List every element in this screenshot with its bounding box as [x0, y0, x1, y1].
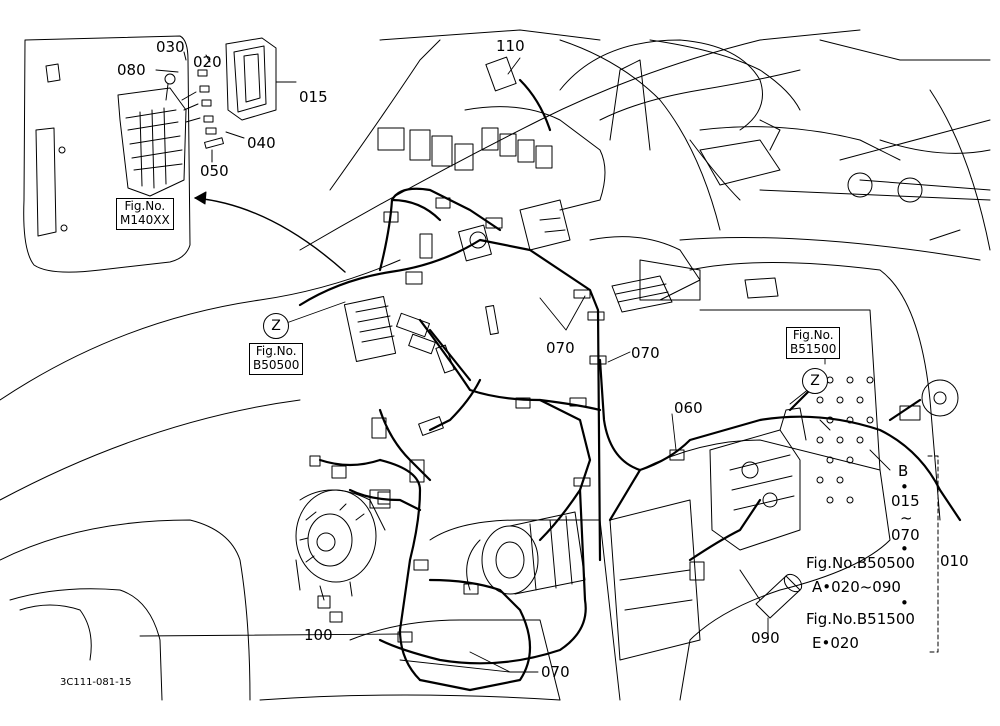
- part-label-070-lower: 070: [541, 663, 570, 681]
- legend-dot-2: •: [900, 540, 909, 558]
- callout-z-left: Z: [263, 313, 289, 339]
- legend-bracket: [927, 455, 939, 653]
- fig-ref-number: B50500: [253, 357, 300, 372]
- fig-ref-label: Fig.No.: [792, 328, 834, 342]
- wire-harness: [298, 78, 962, 692]
- part-label-040: 040: [247, 134, 276, 152]
- legend-e020: E•020: [812, 634, 859, 652]
- legend-fig-b51500: Fig.No.B51500: [806, 610, 915, 628]
- part-090-cylinder: [739, 569, 803, 619]
- drawing-code: 3C111-081-15: [60, 677, 132, 688]
- relay-cluster: [377, 56, 701, 313]
- part-label-015: 015: [299, 88, 328, 106]
- starter-motor: [466, 511, 586, 595]
- legend-070: 070: [891, 526, 920, 544]
- alternator: [295, 489, 391, 601]
- part-label-060: 060: [674, 399, 703, 417]
- clamps: [383, 197, 685, 643]
- part-label-050: 050: [200, 162, 229, 180]
- connectors: [309, 224, 959, 623]
- fig-ref-label: Fig.No.: [255, 344, 297, 358]
- legend-dot-3: •: [900, 594, 909, 612]
- part-label-010: 010: [940, 552, 969, 570]
- fig-ref-b51500: Fig.No. B51500: [786, 327, 841, 359]
- fig-ref-b50500: Fig.No. B50500: [249, 343, 304, 375]
- part-label-110: 110: [496, 37, 525, 55]
- part-label-020: 020: [193, 53, 222, 71]
- part-label-070-upper: 070: [546, 339, 575, 357]
- valve-block: [709, 376, 874, 551]
- part-label-100: 100: [304, 626, 333, 644]
- part-label-030: 030: [156, 38, 185, 56]
- legend-a-range: A•020~090: [812, 578, 901, 596]
- legend-tilde: ~: [900, 509, 913, 527]
- fig-ref-m140xx: Fig.No. M140XX: [116, 198, 174, 230]
- part-label-070-middle: 070: [631, 344, 660, 362]
- legend-dot-1: •: [900, 478, 909, 496]
- fuse-box-inset: [23, 35, 297, 273]
- part-label-090: 090: [751, 629, 780, 647]
- steering-area: [559, 39, 923, 203]
- fig-ref-number: M140XX: [120, 212, 170, 227]
- legend-b: B: [898, 462, 909, 480]
- leader-lines: [139, 57, 891, 673]
- callout-z-right: Z: [802, 368, 828, 394]
- legend-015: 015: [891, 492, 920, 510]
- tractor-body-outline: [0, 29, 991, 701]
- part-label-080: 080: [117, 61, 146, 79]
- fig-ref-label: Fig.No.: [124, 199, 166, 213]
- legend-fig-b50500: Fig.No.B50500: [806, 554, 915, 572]
- fig-ref-number: B51500: [790, 341, 837, 356]
